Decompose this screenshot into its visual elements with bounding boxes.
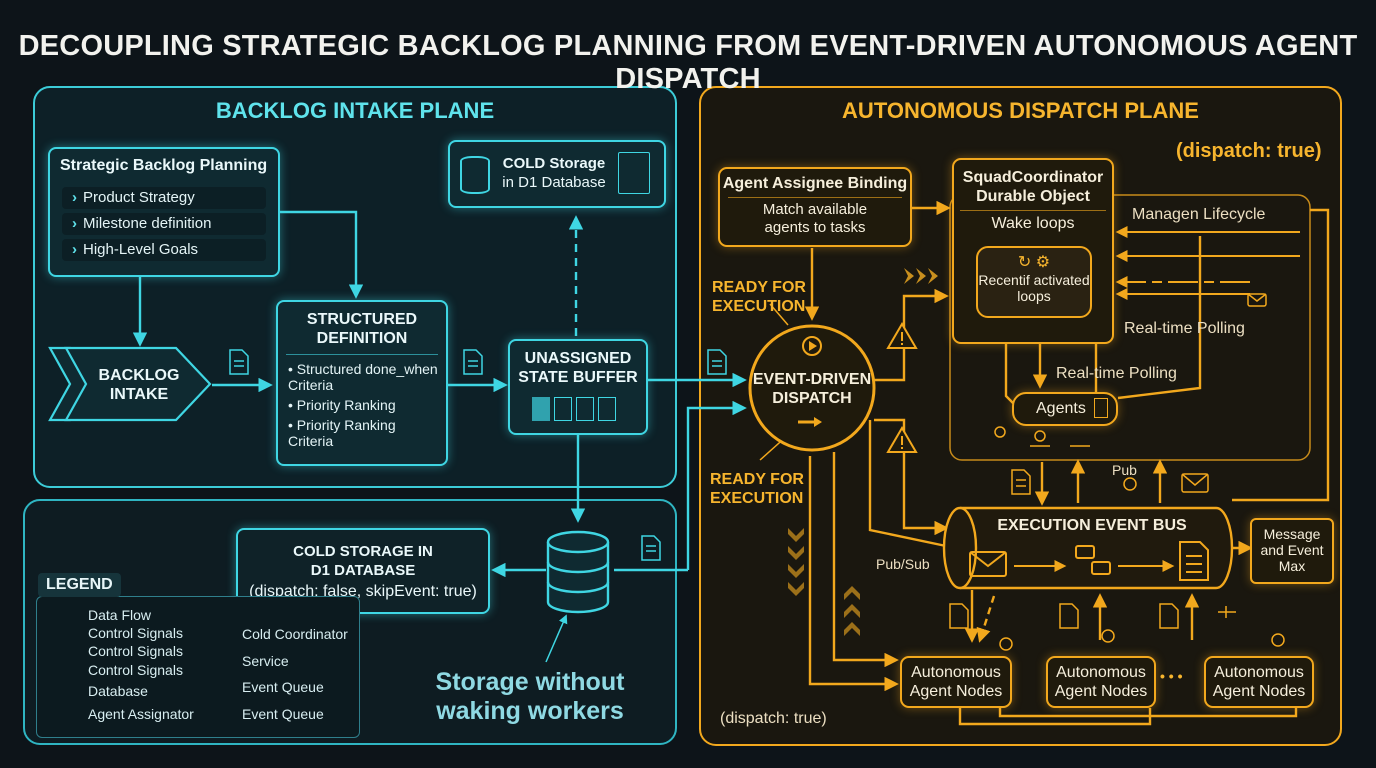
strategic-item: ›Milestone definition	[62, 213, 266, 235]
document-icon	[1094, 398, 1108, 418]
database-icon	[460, 156, 490, 194]
chevron-right-icon: ›	[72, 215, 77, 232]
polling-label: Real-time Polling	[1056, 365, 1177, 382]
structured-bullet: • Structured done_when Criteria	[288, 361, 438, 393]
legend-box	[36, 596, 360, 738]
squad-region-frame	[949, 194, 1311, 461]
legend-service: Service	[242, 653, 289, 669]
cold-storage-flags: (dispatch: false, skipEvent: true)	[249, 583, 477, 600]
chevron-right-icon: ›	[72, 189, 77, 206]
agents-label: Agents	[1036, 400, 1086, 417]
backlog-intake-shape	[48, 346, 212, 422]
wake-loops-label: Wake loops	[991, 215, 1075, 232]
dispatch-hub-circle	[748, 324, 876, 452]
agents-box: Agents	[1012, 392, 1118, 426]
cold-storage-line: COLD STORAGE IN	[293, 543, 433, 560]
event-bus-label: EXECUTION EVENT BUS	[997, 517, 1187, 534]
pub-label: Pub	[1112, 462, 1137, 478]
intake-plane-title: BACKLOG INTAKE PLANE	[215, 98, 495, 123]
checklist-icon	[618, 152, 650, 194]
dispatch-flag: (dispatch: true)	[1176, 140, 1322, 162]
legend-agent-assignator: Agent Assignator	[88, 706, 194, 722]
pubsub-label: Pub/Sub	[876, 556, 930, 572]
legend-event-queue: Event Queue	[242, 706, 324, 722]
diagram-title: DECOUPLING STRATEGIC BACKLOG PLANNING FR…	[18, 30, 1358, 95]
chevron-right-icon: ›	[72, 241, 77, 258]
document-stack-icon	[532, 397, 616, 426]
agent-binding-title: Agent Assignee Binding	[722, 175, 908, 192]
legend-control-signals: Control Signals	[88, 625, 183, 641]
structured-bullet: • Priority Ranking	[288, 397, 396, 413]
legend-cold-coordinator: Cold Coordinator	[242, 626, 348, 642]
cold-storage-line: D1 DATABASE	[310, 562, 416, 579]
legend-database: Database	[88, 683, 148, 699]
manage-lifecycle-label: Managen Lifecycle	[1132, 206, 1266, 223]
database-cylinder	[546, 530, 610, 614]
legend-data-flow: Data Flow	[88, 607, 152, 623]
loop-refresh-icon: ↻ ⚙	[1017, 254, 1051, 271]
strategic-planning-box: Strategic Backlog Planning ›Product Stra…	[48, 147, 280, 277]
strategic-item: ›Product Strategy	[62, 187, 266, 209]
more-nodes-ellipsis: • • •	[1160, 668, 1183, 684]
structured-bullet: • Priority Ranking Criteria	[288, 417, 396, 449]
legend-control-signals: Control Signals	[88, 662, 183, 678]
strategic-planning-title: Strategic Backlog Planning	[60, 157, 268, 174]
dispatch-plane-title: AUTONOMOUS DISPATCH PLANE	[842, 98, 1199, 123]
legend-event-queue: Event Queue	[242, 679, 324, 695]
strategic-item: ›High-Level Goals	[62, 239, 266, 261]
legend-control-signals: Control Signals	[88, 643, 183, 659]
legend-title: LEGEND	[38, 573, 121, 597]
bottom-dispatch-flag: (dispatch: true)	[720, 710, 827, 727]
polling-label: Real-time Polling	[1124, 320, 1245, 337]
